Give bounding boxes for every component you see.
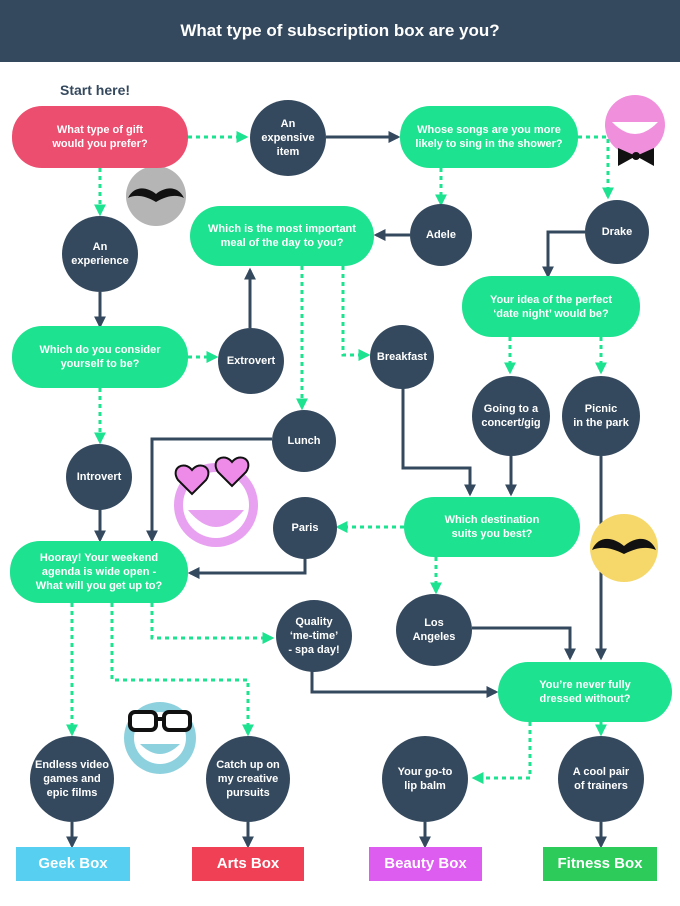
moustache-face-icon — [126, 166, 186, 226]
connector-dressed-lip-balm — [471, 722, 532, 784]
page-title: What type of subscription box are you? — [0, 0, 680, 62]
answer-extrovert: Extrovert — [218, 328, 284, 394]
moustache-face-icon-2 — [590, 514, 658, 582]
answer-lunch: Lunch — [272, 410, 336, 472]
answer-lip-balm: Your go-to lip balm — [382, 736, 468, 822]
connector-paris-weekend — [187, 553, 307, 579]
answer-drake: Drake — [585, 200, 649, 264]
answer-introvert: Introvert — [66, 444, 132, 510]
question-songs: Whose songs are you more likely to sing … — [400, 106, 578, 168]
answer-breakfast: Breakfast — [370, 325, 434, 389]
answer-expensive-item: An expensive item — [250, 100, 326, 176]
connector-drake-date — [542, 230, 585, 279]
question-date-night: Your idea of the perfect ‘date night’ wo… — [462, 276, 640, 337]
answer-video-games: Endless video games and epic films — [30, 736, 114, 822]
answer-creative: Catch up on my creative pursuits — [206, 736, 290, 822]
question-destination: Which destination suits you best? — [404, 497, 580, 557]
start-label: Start here! — [60, 82, 131, 98]
result-geek-box: Geek Box — [16, 847, 130, 881]
glasses-face-icon — [124, 702, 196, 774]
answer-experience: An experience — [62, 216, 138, 292]
connector-me-time-dressed — [310, 660, 499, 698]
question-gift: What type of gift would you prefer? — [12, 106, 188, 168]
answer-paris: Paris — [273, 497, 337, 559]
result-arts-box: Arts Box — [192, 847, 304, 881]
result-beauty-box: Beauty Box — [369, 847, 482, 881]
heart-eyes-face-icon — [174, 456, 258, 547]
connector-la-dressed — [472, 626, 576, 661]
connector-meal-breakfast — [341, 266, 371, 361]
connector-breakfast-destination — [401, 388, 476, 497]
connector-lunch-weekend — [146, 437, 272, 543]
question-dressed: You’re never fully dressed without? — [498, 662, 672, 722]
answer-adele: Adele — [410, 204, 472, 266]
answer-me-time: Quality ‘me-time’ - spa day! — [276, 600, 352, 672]
answer-los-angeles: Los Angeles — [396, 594, 472, 666]
answer-picnic: Picnic in the park — [562, 376, 640, 456]
connector-songs-drake — [578, 135, 614, 200]
connector-weekend-creative — [110, 603, 254, 737]
question-weekend: Hooray! Your weekend agenda is wide open… — [10, 541, 188, 603]
question-meal: Which is the most important meal of the … — [190, 206, 374, 266]
connector-weekend-me-time — [150, 603, 275, 644]
bowtie-face-icon — [605, 95, 665, 166]
result-fitness-box: Fitness Box — [543, 847, 657, 881]
answer-concert: Going to a concert/gig — [472, 376, 550, 456]
question-consider: Which do you consider yourself to be? — [12, 326, 188, 388]
answer-trainers: A cool pair of trainers — [558, 736, 644, 822]
